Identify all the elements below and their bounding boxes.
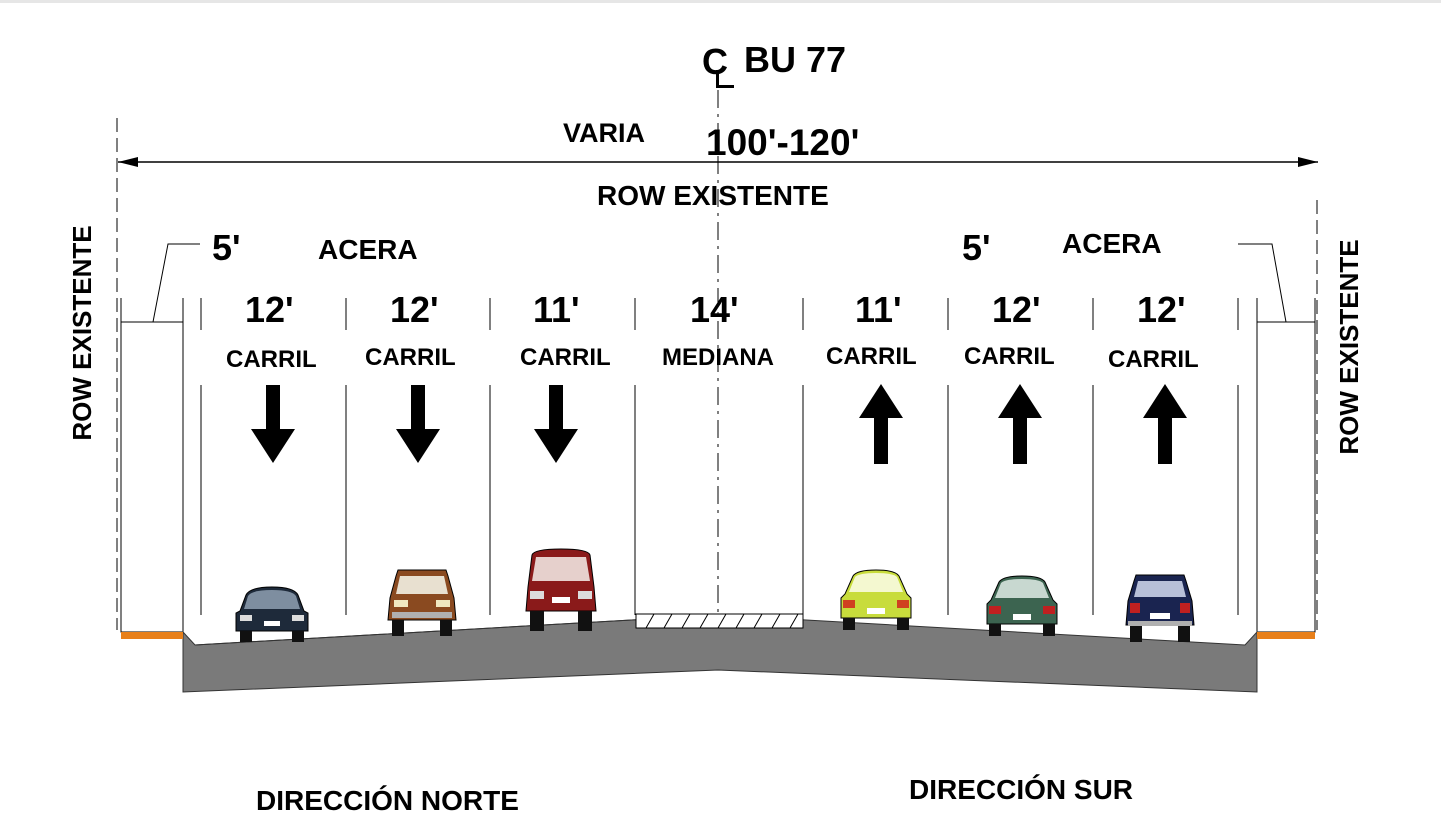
row-width-label: 100'-120' — [706, 122, 860, 163]
car-icon — [1125, 574, 1195, 642]
car-icon — [840, 569, 912, 630]
segment-width-1: 12' — [245, 289, 294, 330]
direction-label-left: DIRECCIÓN NORTE — [256, 785, 519, 816]
lane-lines — [182, 298, 1258, 630]
segment-width-4: 14' — [690, 289, 739, 330]
segment-width-3: 11' — [533, 289, 580, 330]
sidewalk-width-left: 5' — [212, 227, 241, 268]
centerline-l-foot — [716, 85, 734, 88]
row-side-label-right: ROW EXISTENTE — [1334, 239, 1364, 455]
sidewalk-right — [1256, 321, 1316, 633]
segment-label-4: MEDIANA — [662, 344, 774, 371]
row-side-label-left: ROW EXISTENTE — [67, 225, 97, 441]
segment-width-7: 12' — [1137, 289, 1186, 330]
row-label: ROW EXISTENTE — [597, 180, 829, 211]
sidewalk-label-left: ACERA — [318, 234, 418, 265]
arrow-down-icon — [396, 385, 440, 463]
arrow-down-icon — [251, 385, 295, 463]
arrow-down-icon — [534, 385, 578, 463]
car-icon — [235, 586, 309, 642]
sidewalk-leader-right — [1238, 243, 1287, 323]
centerline-symbol: C — [702, 41, 728, 82]
segment-label-3: CARRIL — [520, 344, 611, 371]
direction-label-right: DIRECCIÓN SUR — [909, 774, 1134, 805]
car-icon — [525, 548, 597, 631]
sidewalk-label-right: ACERA — [1062, 228, 1162, 259]
sidewalk-left — [120, 321, 184, 633]
segment-width-6: 12' — [992, 289, 1041, 330]
segment-width-2: 12' — [390, 289, 439, 330]
arrow-up-icon — [998, 384, 1042, 464]
car-icon — [986, 575, 1058, 636]
arrow-up-icon — [1143, 384, 1187, 464]
median-hatch — [645, 613, 799, 629]
car-icon — [387, 569, 457, 636]
sidewalk-width-right: 5' — [962, 227, 991, 268]
top-border — [0, 0, 1441, 3]
curb-left — [121, 632, 183, 639]
centerline-road-name: BU 77 — [744, 39, 847, 80]
arrow-up-icon — [859, 384, 903, 464]
segment-label-1: CARRIL — [226, 346, 317, 373]
pavement-surface — [194, 614, 719, 646]
sidewalk-leader-left — [152, 243, 200, 323]
segment-label-5: CARRIL — [826, 343, 917, 370]
segment-label-6: CARRIL — [964, 343, 1055, 370]
row-varia-label: VARIA — [563, 118, 646, 148]
segment-width-5: 11' — [855, 289, 902, 330]
segment-label-2: CARRIL — [365, 344, 456, 371]
centerline-l-mark — [716, 70, 719, 88]
median-island — [635, 613, 804, 629]
segment-label-7: CARRIL — [1108, 346, 1199, 373]
curb-right — [1257, 632, 1315, 639]
